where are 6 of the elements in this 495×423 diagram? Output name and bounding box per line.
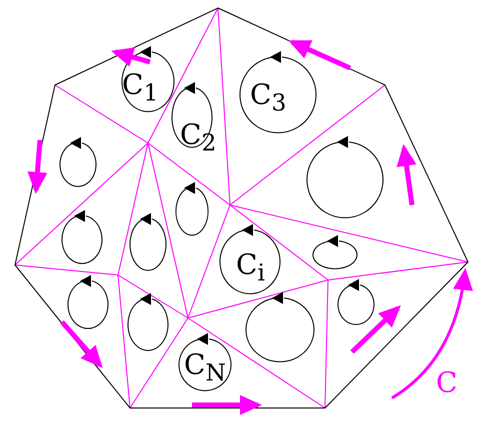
circulation-label: C$_{3}$: [250, 80, 286, 118]
circulation-label: C$_{N}$: [184, 350, 226, 388]
circulation-label: C$_{2}$: [180, 120, 216, 158]
circulation-label: C$_{1}$: [122, 70, 158, 108]
contour-label: C: [436, 368, 458, 398]
circulation-label: C$_{i}$: [236, 250, 265, 288]
